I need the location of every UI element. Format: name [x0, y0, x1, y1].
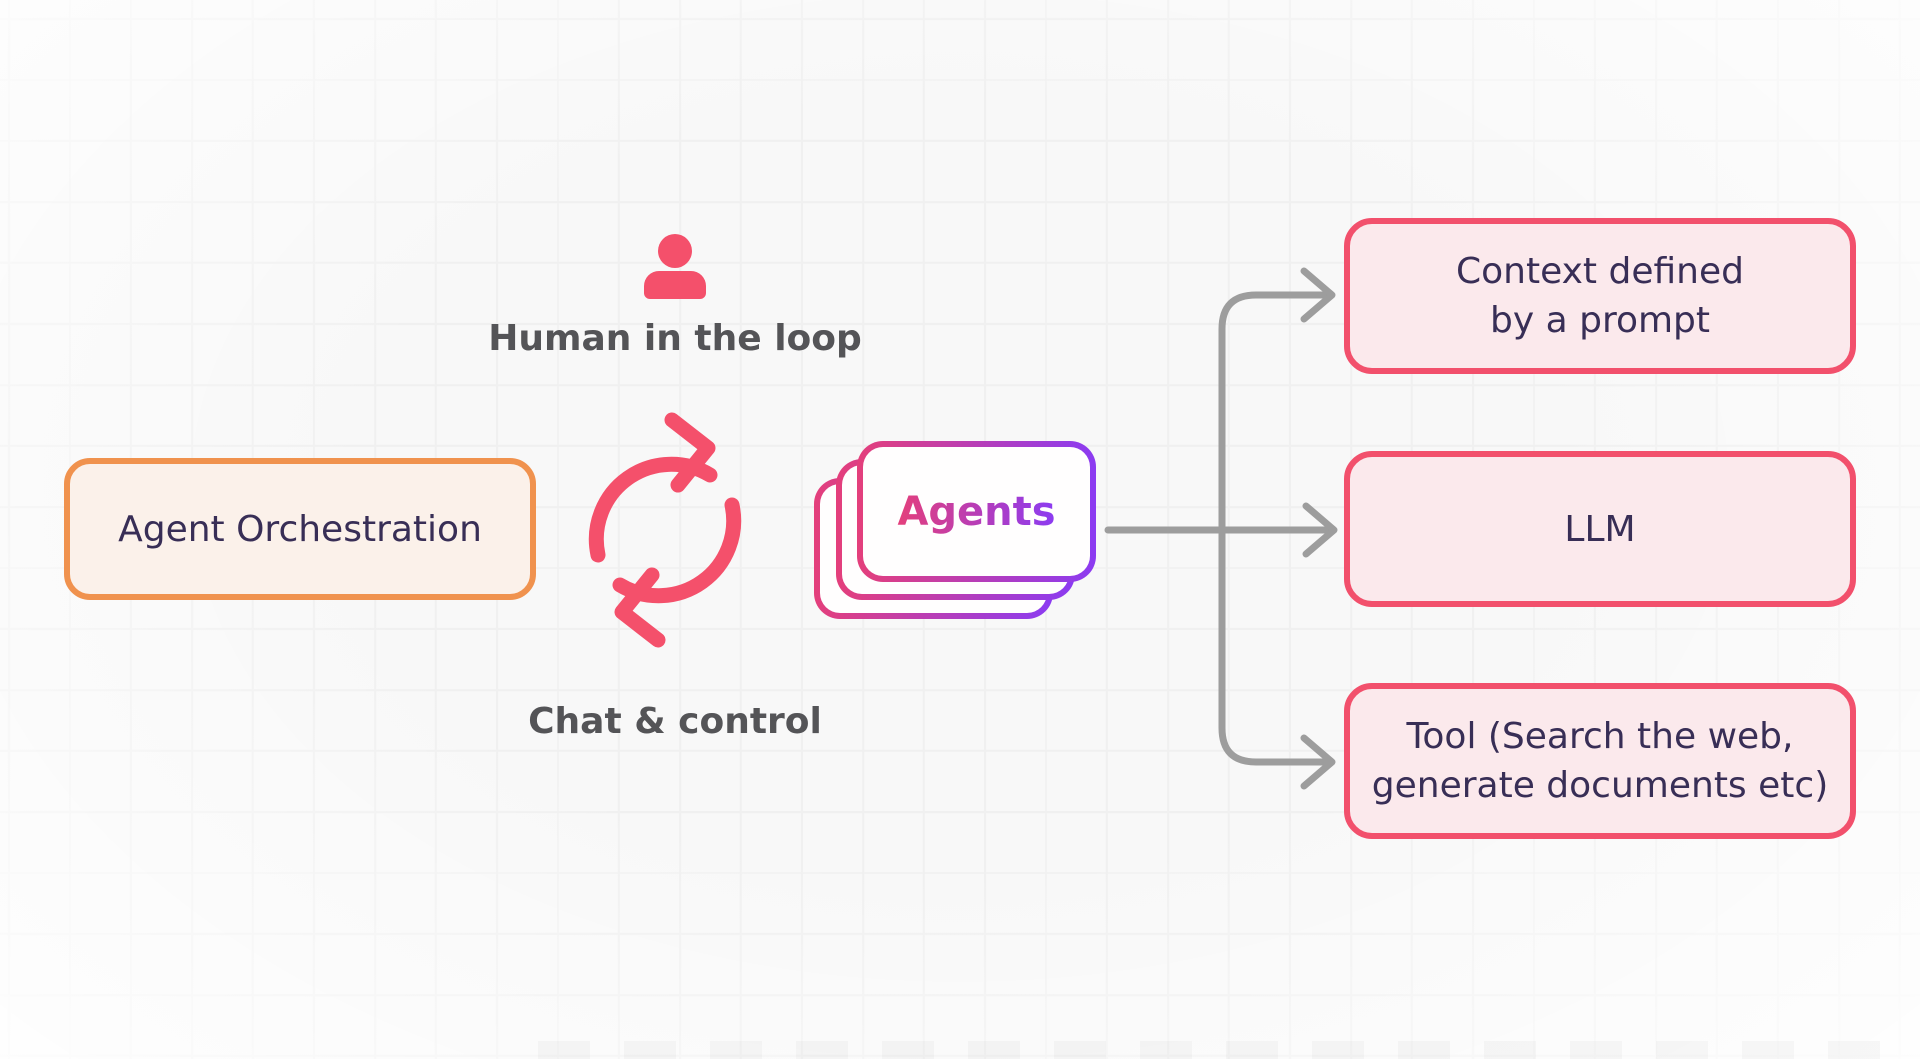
- agents-label: Agents: [897, 488, 1056, 535]
- cycle-arrowhead-bottom: [614, 567, 666, 648]
- cycle-arrowhead-top: [664, 412, 716, 493]
- human-in-the-loop-label: Human in the loop: [488, 318, 862, 359]
- person-icon-body: [644, 271, 706, 299]
- agents-card-front: Agents: [857, 441, 1096, 582]
- cycle-arrows-icon: [588, 412, 742, 648]
- person-icon: [658, 234, 692, 268]
- llm-arrowhead-icon: [1302, 502, 1338, 558]
- context-label-line2: by a prompt: [1489, 300, 1711, 341]
- branch-bracket-line: [1218, 291, 1330, 766]
- llm-node: LLM: [1344, 451, 1856, 607]
- llm-label: LLM: [1564, 508, 1636, 550]
- tool-label-line1: Tool (Search the web,: [1406, 716, 1794, 757]
- chat-and-control-label: Chat & control: [528, 701, 822, 742]
- tool-arrowhead-icon: [1300, 734, 1336, 790]
- agent-orchestration-node: Agent Orchestration: [64, 458, 536, 600]
- context-arrowhead-icon: [1300, 267, 1336, 323]
- tool-label-line2: generate documents etc): [1371, 765, 1829, 806]
- context-label-line1: Context defined: [1456, 251, 1744, 292]
- tool-node: Tool (Search the web, generate documents…: [1344, 683, 1856, 839]
- bottom-edge-artifact: [538, 1041, 1888, 1059]
- context-node: Context defined by a prompt: [1344, 218, 1856, 374]
- agent-orchestration-label: Agent Orchestration: [118, 508, 482, 550]
